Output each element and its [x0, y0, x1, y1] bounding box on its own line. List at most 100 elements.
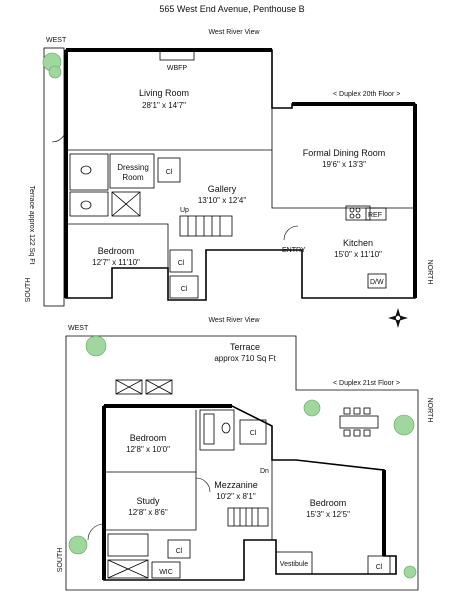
- lower-tree-icon-1: [85, 335, 107, 357]
- upper-living-room-name: Living Room: [139, 88, 189, 98]
- lower-vestibule-label: Vestibule: [280, 561, 309, 568]
- upper-floor-label: < Duplex 20th Floor >: [333, 91, 400, 98]
- lower-mezzanine-dim: 10'2" x 8'1": [216, 492, 256, 501]
- upper-dressing-label-2: Room: [122, 173, 144, 182]
- lower-closet-study: [167, 539, 191, 559]
- upper-bathroom-1: [69, 153, 109, 191]
- upper-stairs: [179, 215, 233, 237]
- upper-dressing-room: [109, 153, 155, 189]
- lower-tree-icon-2: [303, 399, 321, 417]
- upper-closet-2-label: Cl: [181, 286, 188, 293]
- lower-floor-plan: West River View WEST < Duplex 21st Floor…: [57, 317, 433, 591]
- upper-south-label: SOUTH: [25, 278, 32, 303]
- upper-kitchen-name: Kitchen: [343, 238, 373, 248]
- lower-west-label: WEST: [68, 325, 89, 332]
- upper-wbfp-label: WBFP: [167, 65, 188, 72]
- lower-mezz-door: [195, 477, 211, 493]
- lower-dn-label: Dn: [260, 468, 269, 475]
- lower-study-dim: 12'8" x 8'6": [128, 508, 168, 517]
- lower-bathroom: [199, 409, 235, 451]
- upper-dressing-label-1: Dressing: [117, 163, 149, 172]
- lower-closet-mezz-label: Cl: [250, 430, 257, 437]
- lower-closet-bedroom2-label: Cl: [376, 564, 383, 571]
- upper-gallery-name: Gallery: [208, 184, 237, 194]
- upper-terrace-label: Terrace approx 122 Sq Ft: [28, 186, 35, 265]
- upper-shower-x: [111, 191, 141, 217]
- lower-shower: [107, 559, 149, 579]
- upper-entry-label: ENTRY: [282, 247, 306, 254]
- lower-closet-study-label: Cl: [176, 548, 183, 555]
- lower-bedroom1-dim: 12'8" x 10'0": [126, 445, 170, 454]
- lower-bedroom1-name: Bedroom: [130, 433, 167, 443]
- lower-floor-label: < Duplex 21st Floor >: [333, 380, 400, 387]
- upper-stair-treads: [187, 216, 221, 236]
- lower-vestibule: [275, 551, 313, 575]
- upper-dishwasher: [367, 273, 387, 289]
- lower-tree-icon-5: [403, 565, 417, 579]
- upper-range: [345, 205, 371, 221]
- lower-study-door: [87, 523, 105, 541]
- upper-bedroom-walls: [66, 223, 169, 268]
- lower-terrace-name: Terrace: [230, 342, 260, 352]
- lower-closet-mezz: [239, 419, 267, 445]
- upper-toilet-2: [80, 200, 92, 210]
- lower-terrace-outline: [65, 335, 419, 591]
- upper-refrigerator: [365, 207, 387, 221]
- upper-dw-label: D/W: [370, 279, 384, 286]
- upper-north-label: NORTH: [426, 260, 433, 285]
- upper-closet-2: [169, 275, 199, 299]
- lower-south-label: SOUTH: [57, 548, 64, 573]
- lower-bedroom2-name: Bedroom: [310, 498, 347, 508]
- lower-thick-walls: [102, 404, 386, 580]
- lower-bathtub: [203, 413, 215, 445]
- lower-exterior-walls: [103, 405, 397, 581]
- lower-powder-room: [107, 533, 149, 557]
- upper-toilet-1: [80, 165, 92, 175]
- upper-west-terrace: [43, 47, 65, 307]
- upper-gallery-dim: 13'10" x 12'4": [198, 196, 246, 205]
- upper-kitchen-dim: 15'0" x 11'10": [334, 250, 382, 259]
- lower-river-view-label: West River View: [208, 317, 260, 324]
- lower-lounge-chairs: [115, 379, 173, 395]
- lower-bedroom2-dim: 15'3" x 12'5": [306, 510, 350, 519]
- lower-terrace-area: approx 710 Sq Ft: [214, 354, 276, 363]
- upper-fireplace: [159, 49, 195, 61]
- upper-living-room-dim: 28'1" x 14'7": [142, 101, 186, 110]
- upper-exterior-walls: [65, 49, 416, 301]
- upper-closet-1-label: Cl: [178, 260, 185, 267]
- upper-bedroom-name: Bedroom: [98, 246, 135, 256]
- lower-closet-bedroom2: [367, 555, 391, 575]
- lower-dining-table: [339, 407, 379, 437]
- upper-tree-icon: [42, 52, 62, 79]
- lower-stair-treads: [233, 508, 259, 526]
- lower-mezzanine-name: Mezzanine: [214, 480, 258, 490]
- lower-study-name: Study: [136, 496, 160, 506]
- upper-shower: [111, 191, 141, 217]
- upper-bathroom-2: [69, 191, 109, 217]
- lower-toilet: [221, 422, 231, 434]
- lower-tree-icon-4: [68, 535, 88, 555]
- lower-wic-label: WIC: [159, 569, 173, 576]
- upper-dining-name: Formal Dining Room: [303, 148, 386, 158]
- upper-floor-plan: West River View WEST < Duplex 20th Floor…: [25, 29, 433, 328]
- upper-up-label: Up: [180, 207, 189, 214]
- upper-river-view-label: West River View: [208, 29, 260, 36]
- compass-rose-icon: [388, 308, 408, 328]
- upper-bedroom-dim: 12'7" x 11'10": [92, 258, 140, 267]
- plan-title: 565 West End Avenue, Penthouse B: [159, 4, 304, 14]
- upper-dining-dim: 19'6" x 13'3": [322, 160, 366, 169]
- upper-closet-gallery: [157, 157, 181, 183]
- lower-shower-x: [107, 559, 149, 579]
- upper-ref-label: REF: [368, 212, 382, 219]
- upper-west-label: WEST: [46, 37, 67, 44]
- upper-closet-gallery-label: Cl: [166, 169, 173, 176]
- lower-north-label: NORTH: [426, 398, 433, 423]
- lower-study-walls: [104, 472, 197, 531]
- lower-wic: [151, 561, 181, 579]
- lower-stairs: [227, 507, 269, 527]
- lower-tree-icon-3: [393, 414, 415, 436]
- upper-entry-door: [283, 225, 299, 241]
- upper-closet-1: [169, 249, 193, 273]
- upper-dining-walls: [271, 108, 415, 209]
